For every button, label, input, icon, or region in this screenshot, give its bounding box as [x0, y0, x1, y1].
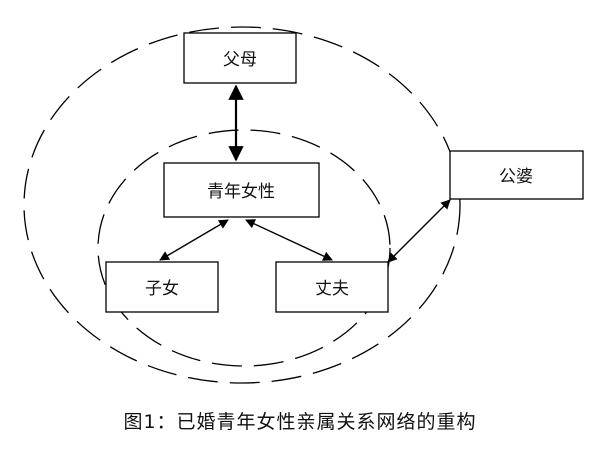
edge-husband-inlaws — [387, 199, 451, 263]
node-young-woman: 青年女性 — [163, 162, 320, 218]
edge-woman-children — [159, 219, 229, 261]
outer-dashed-ring — [23, 26, 461, 384]
node-husband: 丈夫 — [275, 261, 389, 313]
node-parents: 父母 — [183, 32, 297, 84]
node-children: 子女 — [105, 261, 219, 313]
node-in-laws: 公婆 — [449, 150, 584, 200]
node-young-woman-label: 青年女性 — [207, 182, 275, 202]
figure-caption: 图1：已婚青年女性亲属关系网络的重构 — [123, 411, 476, 433]
node-children-label: 子女 — [145, 279, 179, 299]
edge-woman-husband — [245, 219, 333, 261]
node-husband-label: 丈夫 — [315, 279, 349, 299]
node-parents-label: 父母 — [223, 50, 257, 70]
node-in-laws-label: 公婆 — [499, 167, 533, 187]
